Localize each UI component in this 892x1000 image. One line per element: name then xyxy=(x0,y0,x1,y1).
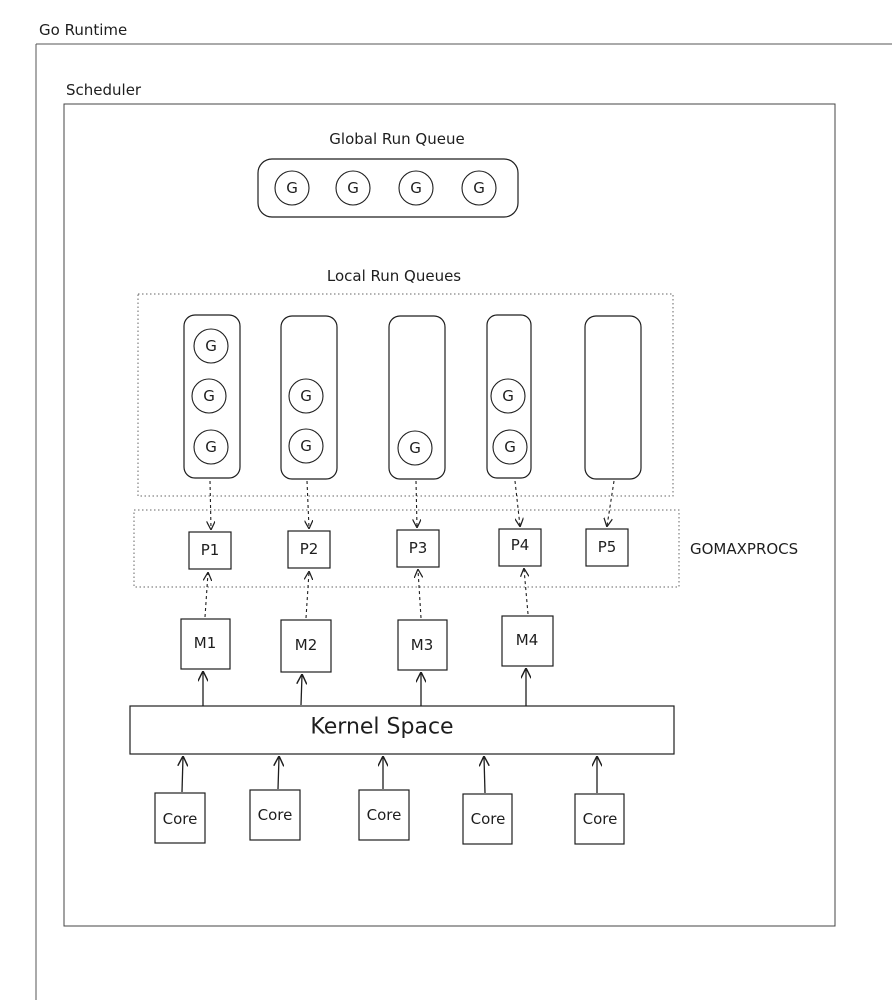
global-g-label: G xyxy=(473,179,485,197)
local-queue-5 xyxy=(584,315,642,480)
local-g-label: G xyxy=(409,439,421,457)
gomaxprocs-group xyxy=(133,509,680,588)
local-run-queues-group xyxy=(137,293,674,497)
m-to-p-arrow xyxy=(205,573,208,618)
global-g-label: G xyxy=(410,179,422,197)
local-g-label: G xyxy=(300,437,312,455)
local-g-circle xyxy=(191,378,227,414)
local-g-label: G xyxy=(504,438,516,456)
core-label: Core xyxy=(366,806,402,824)
queue-to-p-arrow xyxy=(307,480,309,528)
queue-to-p-arrow xyxy=(607,480,615,526)
kernel-space-label: Kernel Space xyxy=(310,714,454,740)
m-to-p-arrow xyxy=(418,570,421,619)
machine-label-m2: M2 xyxy=(294,636,318,654)
processor-box-p4 xyxy=(498,528,542,567)
kernel-space-box xyxy=(129,705,675,755)
processor-box-p5 xyxy=(585,528,629,567)
local-g-circle xyxy=(397,430,433,466)
global-g-circle xyxy=(274,170,310,206)
queue-to-p-arrow xyxy=(210,480,211,529)
core-label: Core xyxy=(470,810,506,828)
global-g-circle xyxy=(335,170,371,206)
local-queue-2 xyxy=(280,315,338,480)
queue-to-p-arrow xyxy=(514,480,520,526)
local-g-circle xyxy=(193,429,229,465)
local-queue-1 xyxy=(183,314,241,479)
core-label: Core xyxy=(162,810,198,828)
core-box xyxy=(574,793,625,845)
local-g-circle xyxy=(193,328,229,364)
core-to-kernel-arrow xyxy=(484,757,485,794)
machine-box-m2 xyxy=(280,619,332,673)
queue-to-p-arrow xyxy=(416,480,417,527)
m-to-p-arrow xyxy=(306,572,309,619)
local-g-label: G xyxy=(300,387,312,405)
global-g-label: G xyxy=(347,179,359,197)
global-run-queue-box xyxy=(257,158,519,218)
local-g-circle xyxy=(492,429,528,465)
scheduler-title: Scheduler xyxy=(66,81,142,99)
machine-label-m4: M4 xyxy=(515,631,539,649)
processor-box-p2 xyxy=(287,530,331,569)
global-g-circle xyxy=(461,170,497,206)
core-to-kernel-arrow xyxy=(278,757,279,790)
local-queue-4 xyxy=(486,314,532,479)
machine-label-m3: M3 xyxy=(410,636,434,654)
go-runtime-frame xyxy=(35,43,892,1000)
processor-label-p5: P5 xyxy=(597,538,617,556)
global-g-circle xyxy=(398,170,434,206)
processor-label-p1: P1 xyxy=(200,541,220,559)
local-g-circle xyxy=(288,378,324,414)
core-box xyxy=(358,789,410,841)
global-run-queue-title: Global Run Queue xyxy=(329,130,465,148)
local-g-circle xyxy=(490,378,526,414)
go-runtime-title: Go Runtime xyxy=(39,21,128,39)
machine-box-m3 xyxy=(397,619,448,671)
processor-label-p3: P3 xyxy=(408,539,428,557)
core-box xyxy=(154,792,206,844)
kernel-to-m-arrow xyxy=(301,675,302,706)
local-g-label: G xyxy=(205,438,217,456)
m-to-p-arrow xyxy=(524,569,528,615)
processor-box-p3 xyxy=(396,529,440,568)
local-run-queues-title: Local Run Queues xyxy=(326,267,462,285)
core-to-kernel-arrow xyxy=(182,757,183,793)
machine-box-m4 xyxy=(501,615,554,667)
machine-box-m1 xyxy=(180,618,231,670)
core-label: Core xyxy=(582,810,618,828)
local-g-label: G xyxy=(205,337,217,355)
local-queue-3 xyxy=(388,315,446,480)
core-box xyxy=(249,789,301,841)
processor-label-p4: P4 xyxy=(510,536,530,554)
local-g-circle xyxy=(288,428,324,464)
gomaxprocs-label: GOMAXPROCS xyxy=(690,540,799,558)
local-g-label: G xyxy=(502,387,514,405)
global-g-label: G xyxy=(286,179,298,197)
core-label: Core xyxy=(257,806,293,824)
scheduler-frame xyxy=(63,103,836,927)
local-g-label: G xyxy=(203,387,215,405)
machine-label-m1: M1 xyxy=(193,634,217,652)
processor-box-p1 xyxy=(188,531,232,570)
processor-label-p2: P2 xyxy=(299,540,319,558)
core-box xyxy=(462,793,513,845)
